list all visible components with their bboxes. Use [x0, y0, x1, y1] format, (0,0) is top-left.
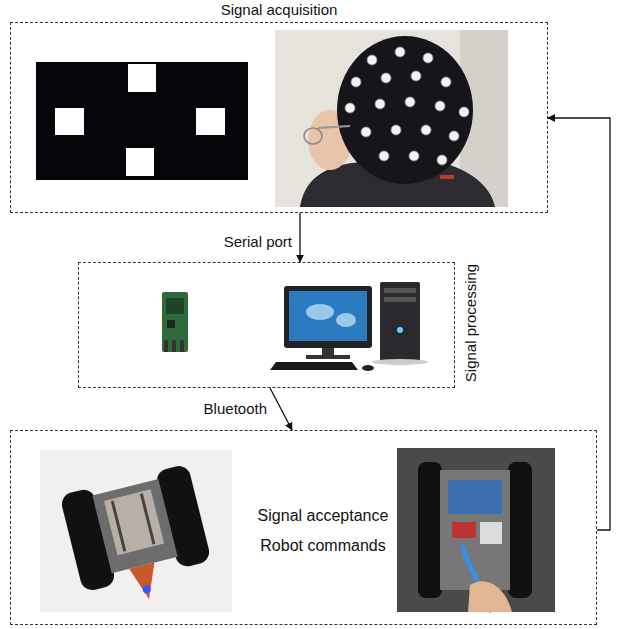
robot-photo — [40, 450, 232, 614]
box-heading: Signal acquisition — [218, 1, 341, 18]
flicker-square — [126, 148, 154, 176]
robot-photo — [397, 448, 555, 612]
box-heading: Signal processing — [462, 261, 479, 385]
flow-arrow — [299, 213, 300, 262]
flicker-square — [128, 64, 156, 92]
flicker-square — [196, 108, 225, 135]
bluetooth-module — [162, 292, 188, 352]
dashed-group-box: Signal processing — [78, 262, 455, 388]
flow-arrow — [270, 388, 292, 430]
flicker-square — [55, 108, 84, 135]
stimulus-screen — [36, 62, 248, 180]
computer — [270, 282, 428, 371]
box-text: Signal acceptance Robot commands — [240, 501, 406, 562]
edge-label: Serial port — [222, 233, 294, 250]
flow-arrow — [548, 118, 610, 530]
dashed-group-box: Signal acceptance Robot commands — [10, 430, 597, 625]
edge-label: Bluetooth — [202, 400, 269, 417]
eeg-photo — [275, 30, 508, 207]
dashed-group-box: Signal acquisition — [10, 22, 548, 213]
